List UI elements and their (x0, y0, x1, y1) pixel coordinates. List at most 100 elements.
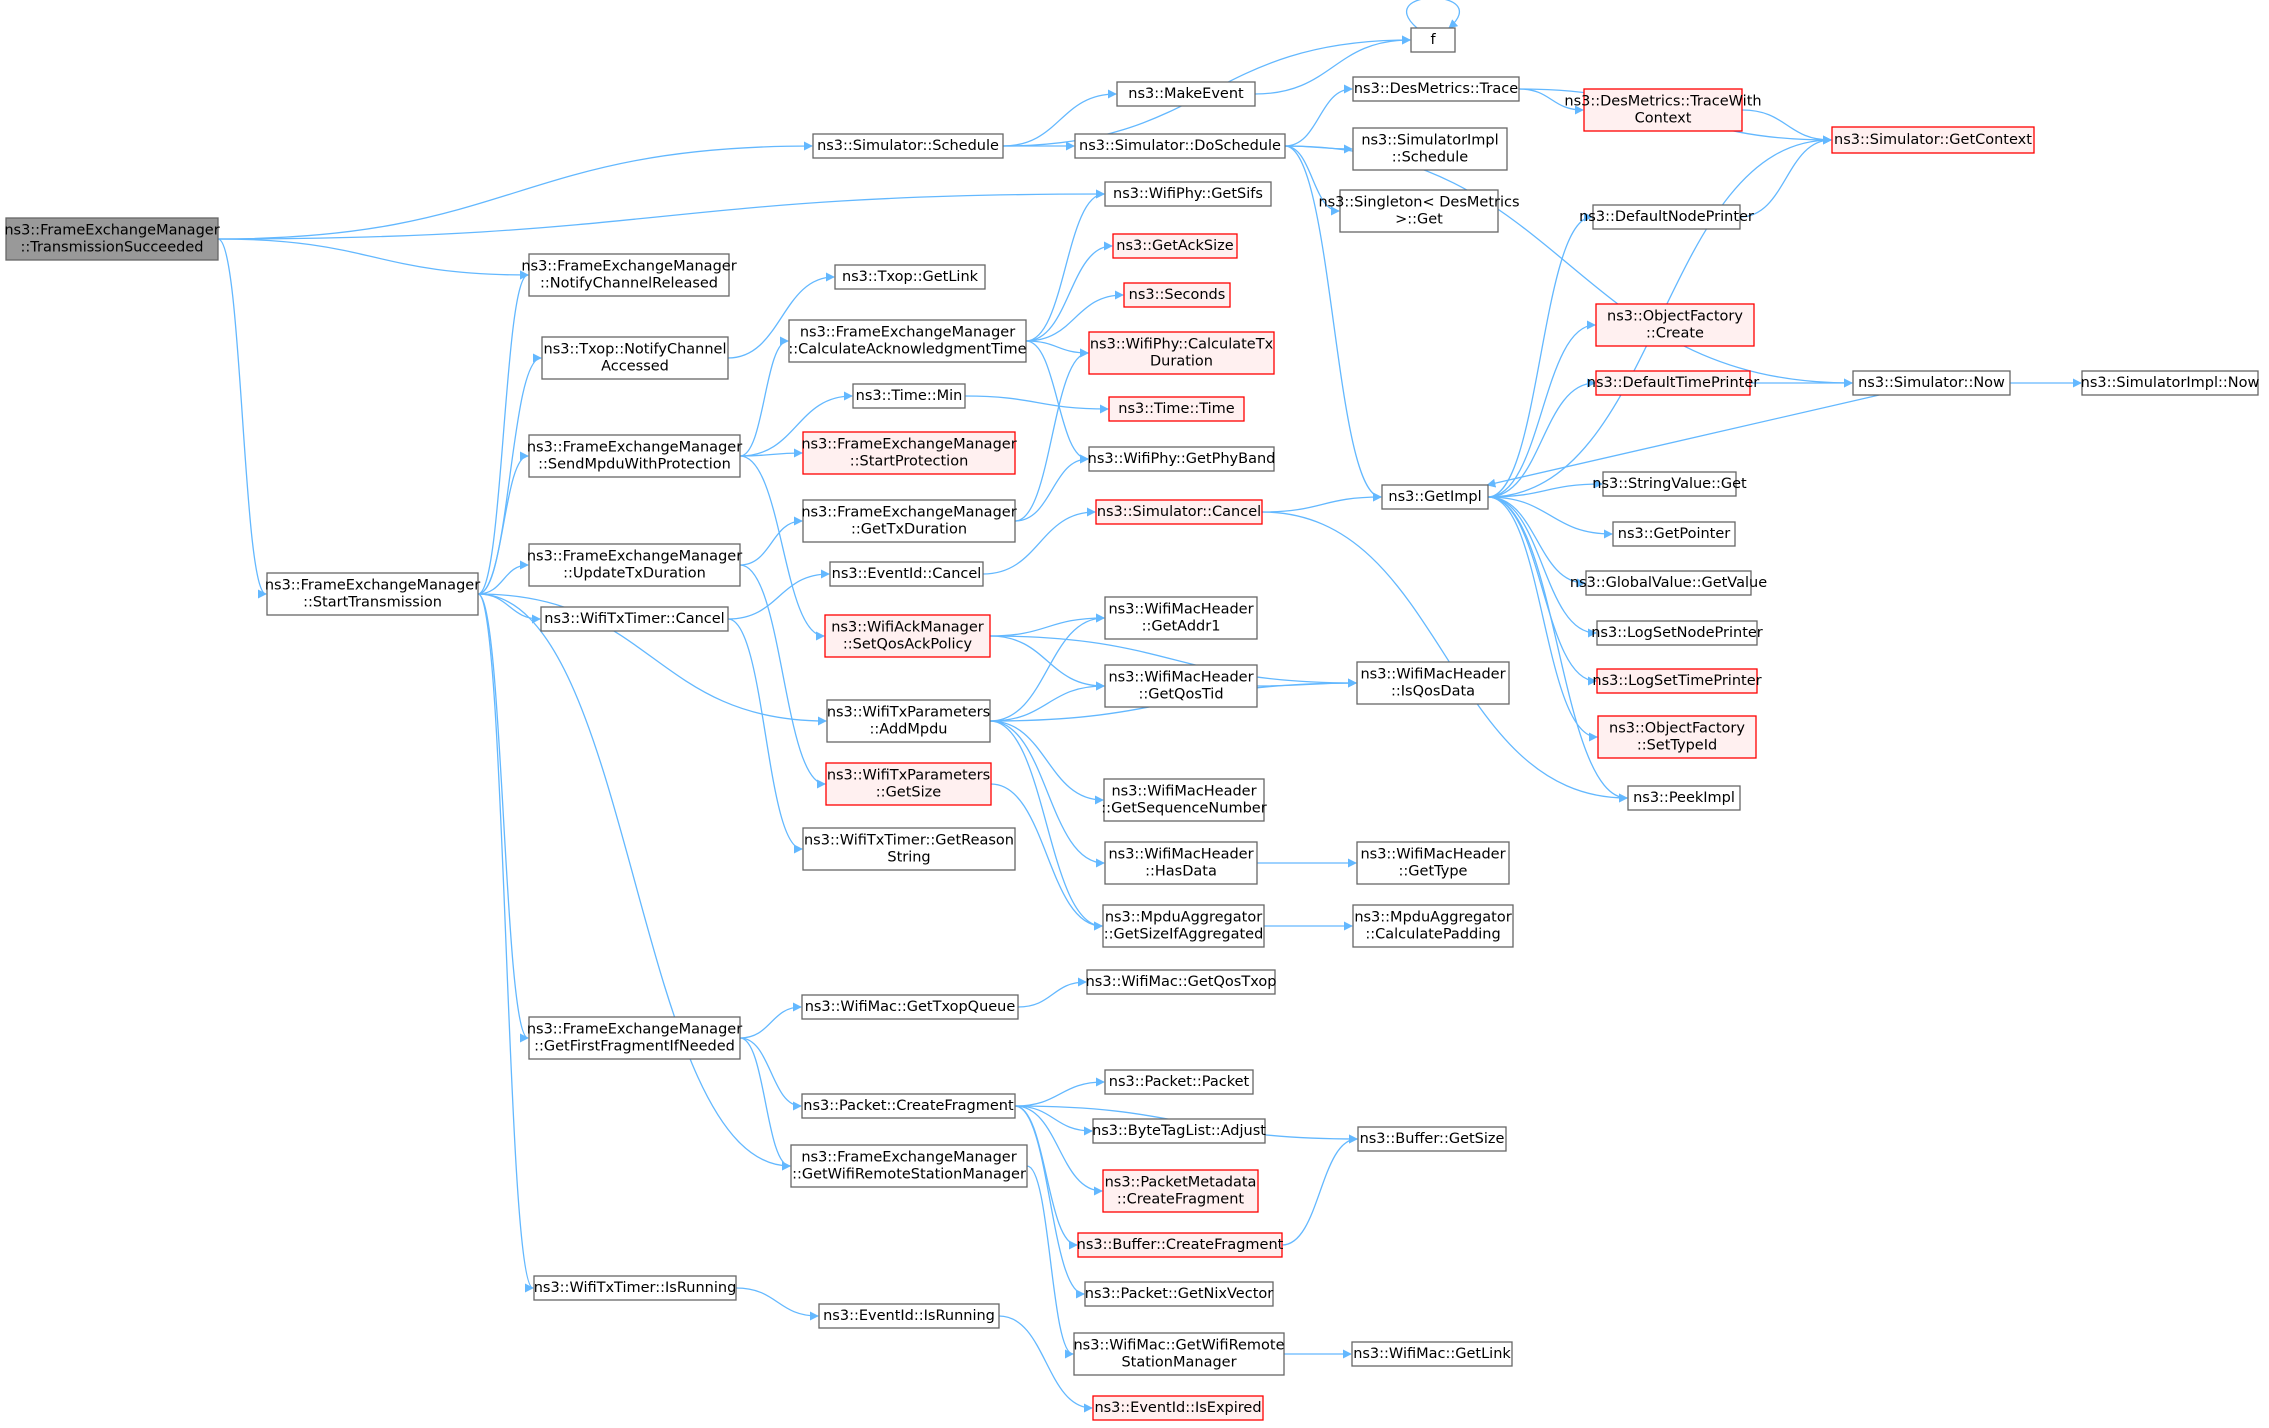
function-node-logSetTime[interactable]: ns3::LogSetTimePrinter (1592, 668, 1762, 694)
function-node-box (1596, 620, 1758, 646)
function-node-box (1104, 664, 1258, 708)
function-node-peekImpl[interactable]: ns3::PeekImpl (1627, 785, 1741, 811)
call-edge-addMpdu-to-sizeIfAgg (989, 720, 1103, 931)
call-edge-doSchedule-to-simNow (1284, 145, 1853, 388)
function-node-objFactSetType[interactable]: ns3::ObjectFactory::SetTypeId (1597, 715, 1757, 759)
function-node-macGetRSM[interactable]: ns3::WifiMac::GetWifiRemoteStationManage… (1073, 1332, 1285, 1376)
function-node-setQosAck[interactable]: ns3::WifiAckManager::SetQosAckPolicy (824, 614, 991, 658)
call-edge-simCancel-to-getImpl (1261, 492, 1382, 513)
function-node-label: ::GetSizeIfAggregated (1104, 927, 1264, 943)
function-nodes: ns3::FrameExchangeManager::TransmissionS… (4, 27, 2260, 1421)
function-node-doSchedule[interactable]: ns3::Simulator::DoSchedule (1074, 133, 1286, 159)
function-node-simImplSchedule[interactable]: ns3::SimulatorImpl::Schedule (1352, 127, 1508, 171)
function-node-getTxDur[interactable]: ns3::FrameExchangeManager::GetTxDuration (801, 499, 1017, 543)
function-node-logSetNode[interactable]: ns3::LogSetNodePrinter (1591, 620, 1763, 646)
function-node-box (826, 699, 991, 743)
function-node-byteTagAdjust[interactable]: ns3::ByteTagList::Adjust (1092, 1118, 1266, 1144)
function-node-updateTxDur[interactable]: ns3::FrameExchangeManager::UpdateTxDurat… (527, 543, 742, 587)
function-node-eventIsRunning[interactable]: ns3::EventId::IsRunning (818, 1303, 1000, 1329)
function-node-label: ns3::WifiMac::GetQosTxop (1086, 974, 1277, 990)
call-edge-root-to-startTx (217, 238, 267, 599)
function-node-label: ::GetWifiRemoteStationManager (792, 1167, 1026, 1183)
function-node-addMpdu[interactable]: ns3::WifiTxParameters::AddMpdu (826, 699, 991, 743)
function-node-isQosData[interactable]: ns3::WifiMacHeader::IsQosData (1356, 661, 1510, 705)
function-node-box (1339, 189, 1499, 233)
function-node-getPointer[interactable]: ns3::GetPointer (1612, 521, 1736, 547)
function-node-globalValue[interactable]: ns3::GlobalValue::GetValue (1570, 570, 1767, 596)
function-node-box (1104, 181, 1272, 207)
function-node-bufferFrag[interactable]: ns3::Buffer::CreateFragment (1077, 1232, 1284, 1258)
function-node-txopGetLink[interactable]: ns3::Txop::GetLink (834, 264, 986, 290)
function-node-stringValueGet[interactable]: ns3::StringValue::Get (1592, 471, 1747, 497)
function-node-getNixVector[interactable]: ns3::Packet::GetNixVector (1084, 1281, 1274, 1307)
function-node-getQosTid[interactable]: ns3::WifiMacHeader::GetQosTid (1104, 664, 1258, 708)
function-node-schedule[interactable]: ns3::Simulator::Schedule (812, 133, 1004, 159)
function-node-makeEvent[interactable]: ns3::MakeEvent (1116, 81, 1256, 107)
function-node-getAckSize[interactable]: ns3::GetAckSize (1112, 233, 1238, 259)
call-edges (217, 0, 2082, 1413)
function-node-timerIsRunning[interactable]: ns3::WifiTxTimer::IsRunning (533, 1275, 737, 1301)
function-node-getType[interactable]: ns3::WifiMacHeader::GetType (1356, 841, 1510, 885)
call-edge-getImpl-to-defTimePrinter (1487, 378, 1596, 498)
function-node-isExpired[interactable]: ns3::EventId::IsExpired (1092, 1395, 1264, 1421)
function-node-getContext[interactable]: ns3::Simulator::GetContext (1831, 126, 2035, 154)
function-node-defTimePrinter[interactable]: ns3::DefaultTimePrinter (1587, 370, 1759, 396)
function-node-label: ::StartProtection (850, 454, 969, 470)
function-node-getPhyBand[interactable]: ns3::WifiPhy::GetPhyBand (1088, 446, 1276, 472)
function-node-hasData[interactable]: ns3::WifiMacHeader::HasData (1104, 841, 1258, 885)
function-node-macGetLink[interactable]: ns3::WifiMac::GetLink (1351, 1341, 1513, 1367)
function-node-createFrag[interactable]: ns3::Packet::CreateFragment (801, 1093, 1016, 1119)
function-node-simCancel[interactable]: ns3::Simulator::Cancel (1095, 499, 1263, 525)
call-edge-calcAck-to-getAckSize (1025, 241, 1113, 342)
function-node-f[interactable]: f (1410, 27, 1456, 53)
function-node-label: ::GetAddr1 (1142, 619, 1221, 635)
function-node-timerCancel[interactable]: ns3::WifiTxTimer::Cancel (540, 606, 729, 632)
function-node-seconds[interactable]: ns3::Seconds (1123, 282, 1231, 308)
function-node-defNodePrinter[interactable]: ns3::DefaultNodePrinter (1579, 204, 1754, 230)
call-edge-calcAck-to-getSifs (1025, 189, 1105, 342)
function-node-label: ::HasData (1145, 864, 1217, 880)
function-node-getQosTxop[interactable]: ns3::WifiMac::GetQosTxop (1086, 969, 1277, 995)
call-edge-makeEvent-to-f (1254, 35, 1411, 95)
call-edge-bufferFrag-to-bufferGetSize (1281, 1134, 1358, 1246)
function-node-label: ns3::LogSetTimePrinter (1592, 673, 1761, 689)
function-node-calcAck[interactable]: ns3::FrameExchangeManager::CalculateAckn… (788, 319, 1027, 363)
function-node-simImplNow[interactable]: ns3::SimulatorImpl::Now (2081, 370, 2260, 396)
function-node-label: ns3::EventId::IsRunning (823, 1308, 995, 1324)
function-node-getSifs[interactable]: ns3::WifiPhy::GetSifs (1104, 181, 1272, 207)
function-node-desTrace[interactable]: ns3::DesMetrics::Trace (1352, 76, 1520, 102)
function-node-root[interactable]: ns3::FrameExchangeManager::TransmissionS… (4, 217, 220, 261)
function-node-label: ns3::WifiPhy::CalculateTx (1090, 337, 1274, 353)
function-node-getTxopQueue[interactable]: ns3::WifiMac::GetTxopQueue (801, 994, 1019, 1020)
function-node-getWifiRSM[interactable]: ns3::FrameExchangeManager::GetWifiRemote… (790, 1144, 1028, 1188)
function-node-startTx[interactable]: ns3::FrameExchangeManager::StartTransmis… (265, 572, 480, 616)
function-node-startProt[interactable]: ns3::FrameExchangeManager::StartProtecti… (801, 431, 1017, 475)
function-node-timeMin[interactable]: ns3::Time::Min (852, 383, 966, 409)
function-node-paramsGetSize[interactable]: ns3::WifiTxParameters::GetSize (825, 762, 992, 806)
function-node-label: String (887, 850, 930, 866)
function-node-getAddr1[interactable]: ns3::WifiMacHeader::GetAddr1 (1104, 596, 1258, 640)
function-node-notifyChanRel[interactable]: ns3::FrameExchangeManager::NotifyChannel… (521, 253, 737, 297)
function-node-box (1092, 1395, 1264, 1421)
function-node-singletonGet[interactable]: ns3::Singleton< DesMetrics>::Get (1318, 189, 1520, 233)
function-node-getSeqNum[interactable]: ns3::WifiMacHeader::GetSequenceNumber (1101, 778, 1267, 822)
function-node-packetPacket[interactable]: ns3::Packet::Packet (1104, 1069, 1254, 1095)
function-node-objFactCreate[interactable]: ns3::ObjectFactory::Create (1595, 303, 1755, 347)
function-node-label: ::StartTransmission (303, 595, 442, 611)
function-node-box (1595, 370, 1751, 396)
function-node-sizeIfAgg[interactable]: ns3::MpduAggregator::GetSizeIfAggregated (1102, 904, 1265, 948)
function-node-label: Context (1635, 111, 1692, 127)
function-node-getFirstFrag[interactable]: ns3::FrameExchangeManager::GetFirstFragm… (527, 1016, 742, 1060)
function-node-getImpl[interactable]: ns3::GetImpl (1381, 484, 1489, 510)
function-node-bufferGetSize[interactable]: ns3::Buffer::GetSize (1357, 1126, 1507, 1152)
function-node-sendMpdu[interactable]: ns3::FrameExchangeManager::SendMpduWithP… (527, 434, 742, 478)
function-node-eventCancel[interactable]: ns3::EventId::Cancel (829, 561, 984, 587)
function-node-calcPadding[interactable]: ns3::MpduAggregator::CalculatePadding (1352, 904, 1514, 948)
function-node-timeTime[interactable]: ns3::Time::Time (1108, 396, 1245, 422)
function-node-pktMetaFrag[interactable]: ns3::PacketMetadata::CreateFragment (1102, 1169, 1259, 1213)
function-node-simNow[interactable]: ns3::Simulator::Now (1852, 370, 2011, 396)
